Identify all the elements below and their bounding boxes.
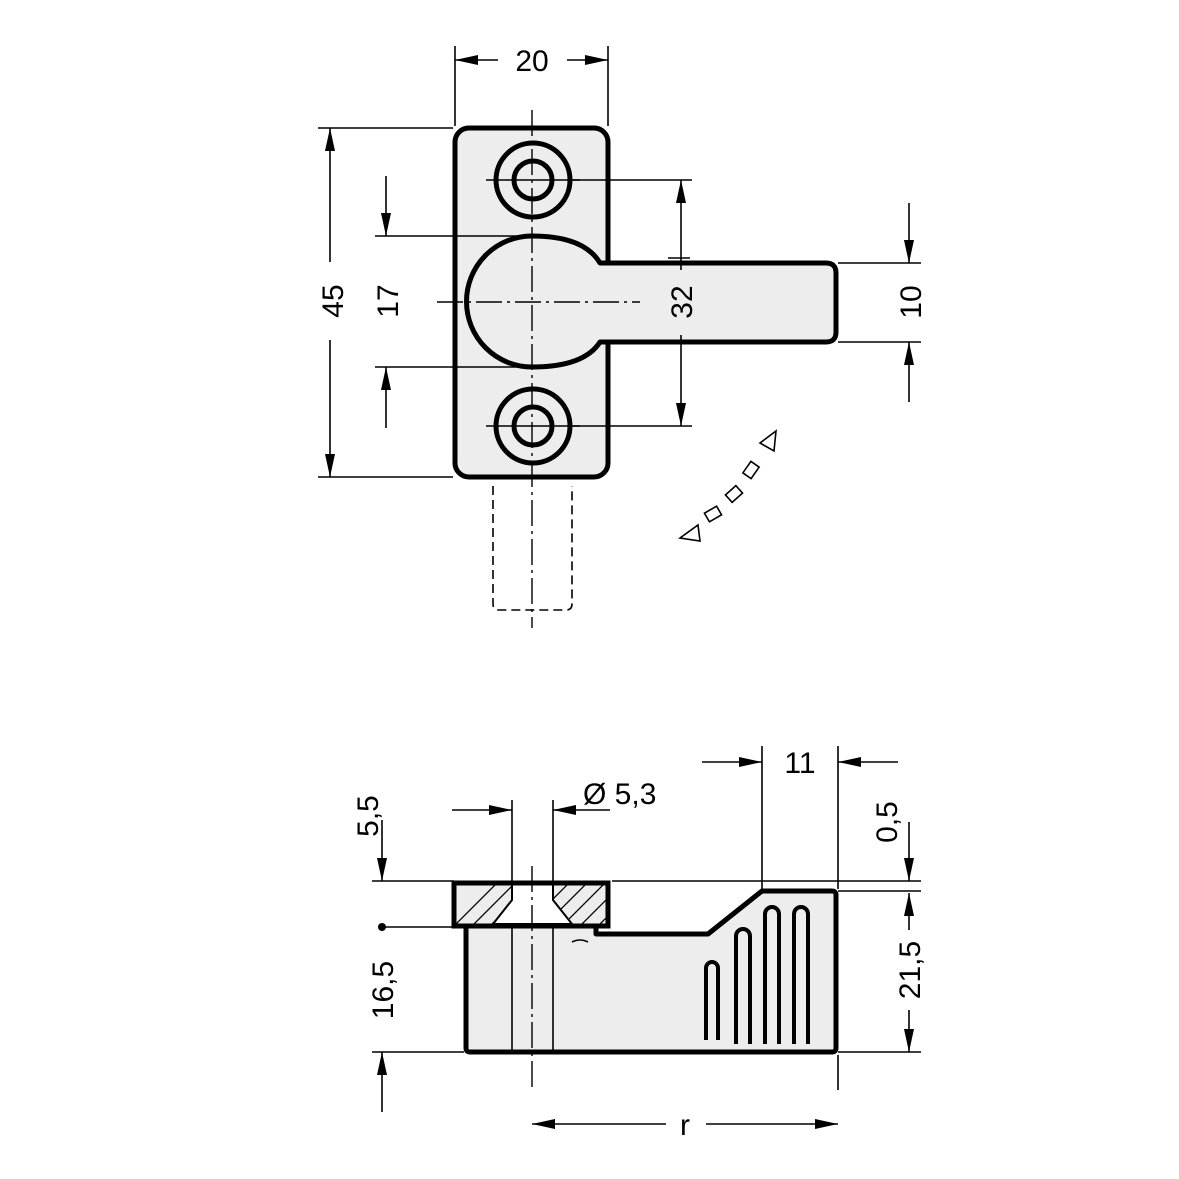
dimension-hole-spacing: 32 bbox=[570, 179, 699, 427]
dimension-height: 45 bbox=[317, 127, 453, 478]
dim-label-keyhole: 17 bbox=[372, 284, 405, 317]
dimension-arm: 10 bbox=[838, 203, 928, 402]
dimension-counterbore: 5,5 bbox=[352, 795, 454, 931]
dimension-lower-height: 16,5 bbox=[367, 961, 464, 1112]
dimension-radius: r bbox=[532, 1055, 839, 1142]
dimension-arm-length: 11 bbox=[702, 746, 898, 889]
dim-label-offset: 0,5 bbox=[871, 801, 904, 843]
dim-label-counterbore: 5,5 bbox=[352, 795, 385, 837]
rotation-arrow-icon bbox=[677, 429, 777, 542]
dim-label-arm: 10 bbox=[895, 285, 928, 318]
hidden-shaft bbox=[492, 486, 573, 611]
dim-label-lower-height: 16,5 bbox=[367, 961, 400, 1019]
dimension-keyhole: 17 bbox=[372, 176, 532, 428]
dim-label-hole-diameter: Ø 5,3 bbox=[583, 778, 656, 811]
top-view: 20 45 17 bbox=[317, 45, 928, 628]
dim-label-radius: r bbox=[680, 1109, 690, 1142]
dimension-offset: 0,5 bbox=[612, 801, 921, 892]
dimension-hole-diameter: Ø 5,3 bbox=[452, 778, 656, 883]
dim-label-hole-spacing: 32 bbox=[666, 285, 699, 318]
keyhole-arm bbox=[464, 233, 839, 370]
dimension-width: 20 bbox=[454, 45, 609, 126]
dim-label-total-height: 21,5 bbox=[894, 941, 927, 999]
dimension-total-height: 21,5 bbox=[838, 893, 927, 1053]
dim-label-height: 45 bbox=[317, 284, 350, 317]
dim-label-width: 20 bbox=[515, 45, 548, 78]
side-body bbox=[463, 888, 839, 1055]
dim-label-arm-length: 11 bbox=[784, 747, 815, 780]
grip-grooves bbox=[704, 905, 810, 1044]
side-view: 5,5 Ø 5,3 11 0,5 bbox=[352, 746, 927, 1142]
